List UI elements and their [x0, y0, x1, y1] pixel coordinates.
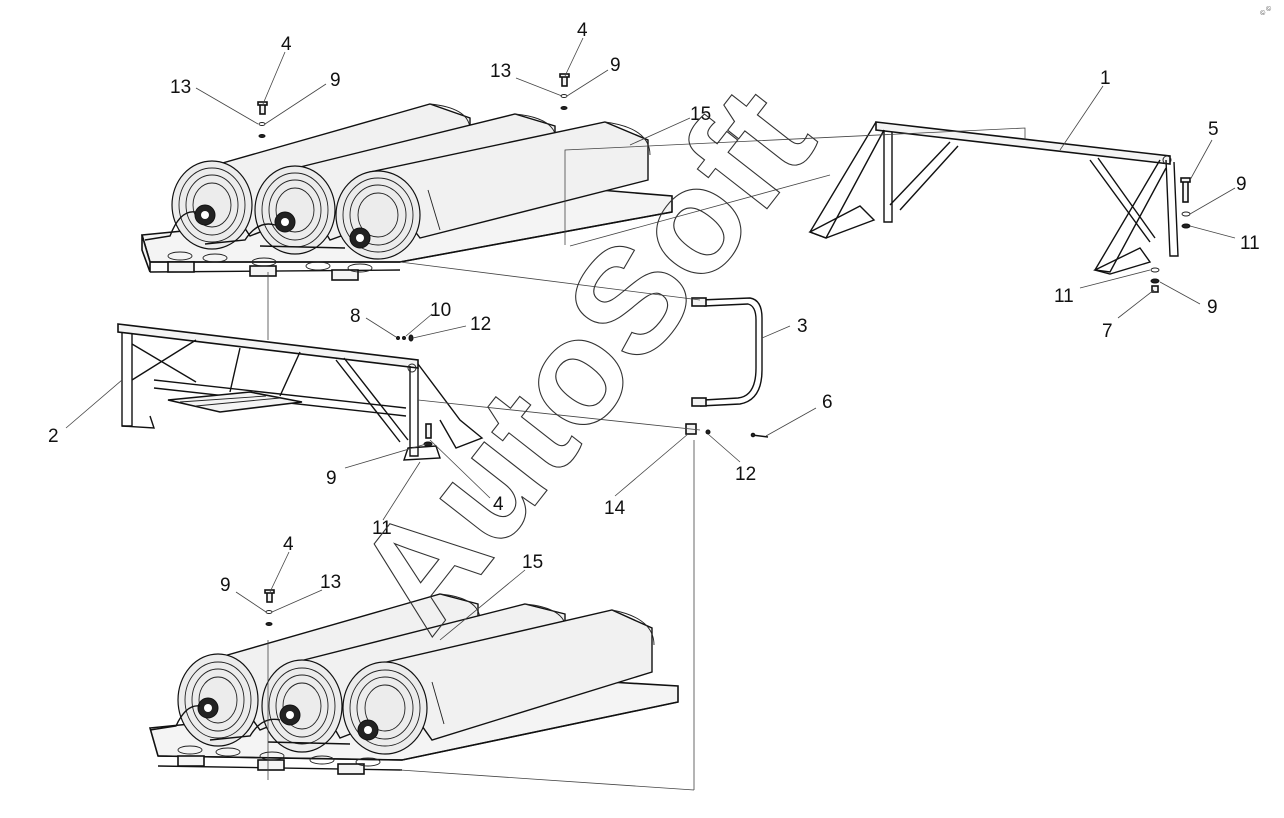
callout-1: 1: [1100, 68, 1111, 89]
callout-11-right: 11: [1240, 233, 1260, 254]
callout-5: 5: [1208, 119, 1219, 140]
alignment-lines: [267, 127, 1026, 791]
callout-3: 3: [797, 316, 808, 337]
callout-13-bottom: 13: [320, 572, 341, 593]
callout-12-lower: 12: [735, 464, 756, 485]
hardware-top-left: [257, 101, 268, 138]
callout-15-bottom: 15: [522, 552, 543, 573]
callout-9-bottom: 9: [220, 575, 231, 596]
callout-7: 7: [1102, 321, 1113, 342]
callout-12-upper: 12: [470, 314, 491, 335]
callout-11-mid: 11: [372, 518, 392, 539]
callout-11-right-low: 11: [1054, 286, 1074, 307]
callout-8: 8: [350, 306, 361, 327]
callout-4-top-mid: 4: [577, 20, 588, 41]
callout-9-mid: 9: [326, 468, 337, 489]
callout-15-top: 15: [690, 104, 711, 125]
bottom-cylinder-pack: [148, 593, 679, 775]
fitting-14: [685, 423, 769, 438]
frame-2: [117, 323, 484, 461]
callout-9-right: 9: [1236, 174, 1247, 195]
callout-14: 14: [604, 498, 626, 519]
leader-lines: [65, 37, 1236, 641]
callout-9-right-low: 9: [1207, 297, 1218, 318]
callout-4-top-left: 4: [281, 34, 292, 55]
top-cylinder-pack: [140, 103, 673, 281]
hardware-top-mid: [559, 73, 570, 110]
callout-10: 10: [430, 300, 451, 321]
callout-2: 2: [48, 426, 59, 447]
callout-13-top-mid: 13: [490, 61, 511, 82]
frame-1: [808, 121, 1191, 293]
callout-9-top-mid: 9: [610, 55, 621, 76]
callout-13-top-left: 13: [170, 77, 191, 98]
callout-labels: 4 13 9 4 13 9 15 1 5 9 11 11 9 7 8 10 12…: [48, 20, 1260, 596]
hardware-bottom: [264, 589, 275, 626]
corner-mark: © ©: [1259, 4, 1274, 18]
callout-6: 6: [822, 392, 833, 413]
callout-4-bottom: 4: [283, 534, 294, 555]
callout-9-top-left: 9: [330, 70, 341, 91]
hose-3: [691, 297, 763, 407]
callout-4-mid: 4: [493, 494, 504, 515]
